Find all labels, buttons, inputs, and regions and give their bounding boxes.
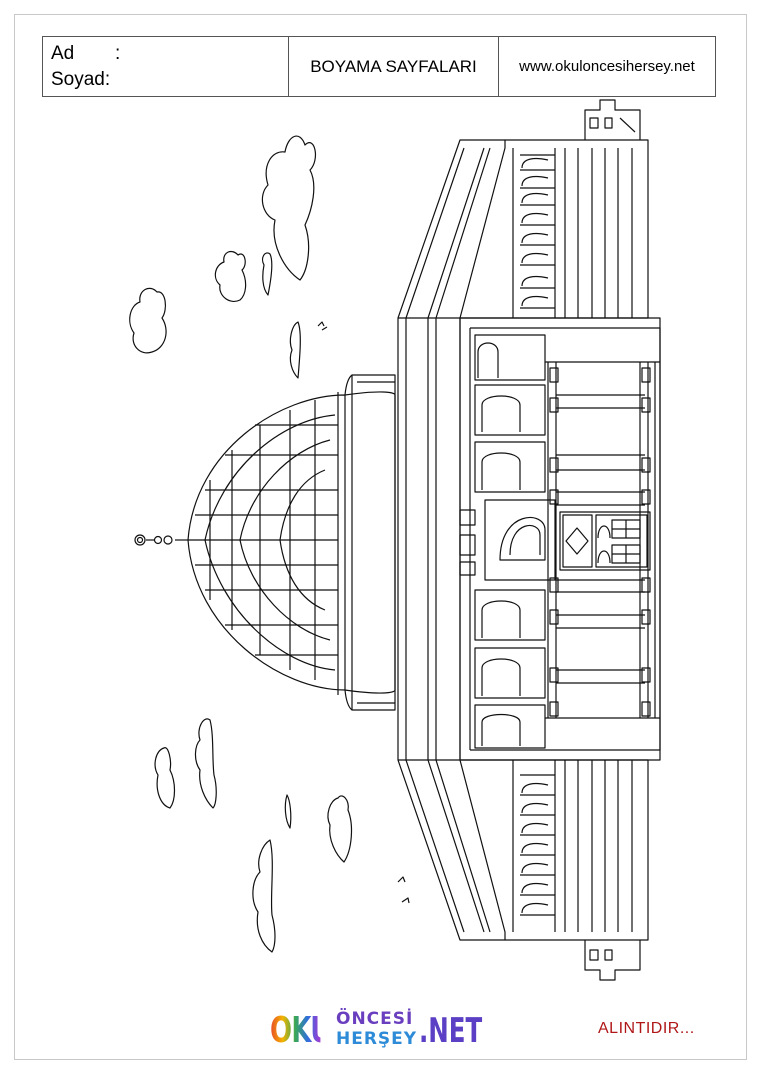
footer-note: ALINTIDIR...: [598, 1020, 695, 1037]
website-label: www.okuloncesihersey.net: [519, 58, 695, 75]
logo-okul: OKUL: [270, 1010, 347, 1051]
page-border: [14, 14, 747, 1060]
name-label: Ad: [51, 43, 75, 64]
upper-wing: [460, 139, 649, 319]
page-title: BOYAMA SAYFALARI: [289, 37, 499, 96]
roof: [397, 139, 506, 941]
logo-hersey: HERŞEY: [336, 1029, 418, 1049]
logo-net: .NET: [419, 1011, 483, 1051]
site-logo: OKUL ÖNCESİ HERŞEY .NET: [270, 1009, 507, 1053]
facade: [459, 317, 661, 761]
header-table: Ad : Soyad: BOYAMA SAYFALARI www.okulonc…: [42, 36, 716, 97]
bird-shapes: [317, 321, 410, 904]
name-cell: Ad : Soyad:: [43, 37, 289, 96]
lower-wing: [460, 759, 649, 941]
logo-oncesi: ÖNCESİ: [336, 1009, 414, 1029]
dome: [134, 374, 396, 711]
name-colon: :: [115, 43, 121, 64]
cloud-shapes: [129, 135, 353, 953]
side-buildings: [584, 99, 641, 981]
surname-label: Soyad:: [51, 69, 111, 90]
